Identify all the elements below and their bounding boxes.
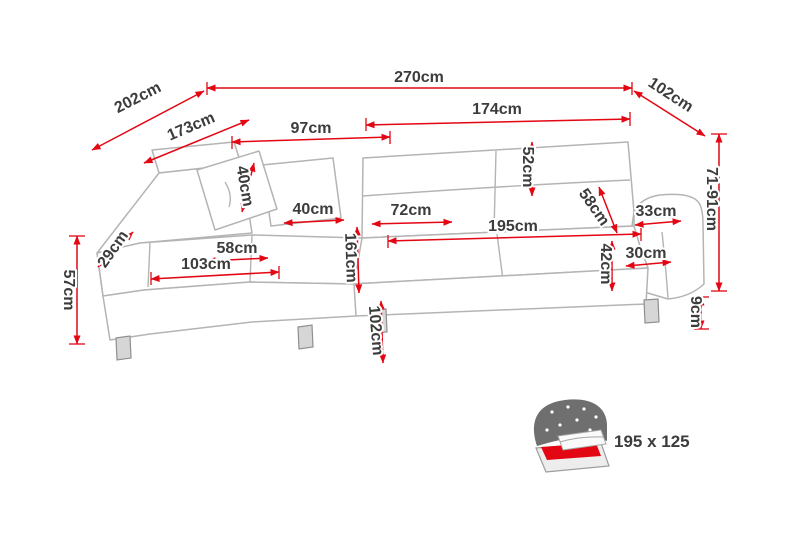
dim-seat-cushion-width-label: 72cm [391,202,432,219]
dim-armrest-width-line [634,218,682,228]
dim-armrest-width-label: 33cm [636,203,677,220]
dim-backrest-height-label: 52cm [519,147,536,188]
dim-chaise-width-label: 103cm [181,256,231,273]
dim-armrest-seat-depth-line [625,259,672,269]
dim-right-back-width-line [365,115,631,129]
dim-chaise-depth-line [353,226,363,294]
dim-seat-total-depth-line [377,300,387,364]
dim-sleeping-length-label: 195cm [488,218,538,235]
star-dot [575,418,579,422]
bed-folded-sheet [557,429,607,451]
dim-armrest-seat-depth-label: 30cm [626,245,667,262]
dim-left-back-width-line [231,133,391,146]
dim-sleeping-length-line [387,230,642,245]
bed-duvet-stars [545,405,598,432]
sofa-pillow-crease [224,181,232,208]
bed-sheet-fold-line [559,436,604,443]
star-dot [550,410,554,414]
sofa-right-back [361,141,635,239]
dim-back-height-range-label: 71-91cm [703,167,720,231]
star-dot [588,428,592,432]
dim-corner-edge-line [97,231,134,268]
dim-side-height-label: 57cm [60,270,77,311]
sofa-bed-icon: 195 x 125 [534,399,690,473]
star-dot [582,407,586,411]
dim-total-width-label: 270cm [394,69,444,86]
star-dot [566,405,570,409]
sofa-right-back-seam-vertical [493,150,497,233]
dim-chaise-depth-label: 161cm [341,233,360,283]
dim-seat-front-height-label: 42cm [597,244,614,285]
dim-seat-total-depth-label: 102cm [365,305,386,356]
sleeping-area-label: 195 x 125 [614,432,690,451]
dim-chaise-width-line [150,268,280,283]
dim-left-depth-outer-label: 202cm [112,79,164,117]
dim-right-depth-label: 102cm [645,75,696,116]
sofa-chaise-seam-left [147,241,151,288]
star-dot [558,423,562,427]
dim-left-back-width-label: 97cm [291,120,332,137]
dim-chaise-seat-width-line [206,254,269,265]
sofa-leg-right-end [643,298,660,324]
dim-chaise-seat-width-label: 58cm [217,240,258,257]
sofa-leg-front-mid [297,324,314,350]
dim-left-depth-inner-label: 173cm [165,109,218,144]
dim-armrest-depth-line [598,186,618,234]
star-dot [545,428,549,432]
sofa-leg-front-left [115,335,132,361]
dimension-lines [73,84,723,364]
dim-seat-cushion-width-line [371,218,453,228]
sofa-right-back-seam-horizontal [362,179,631,197]
dim-pillow-width-label: 40cm [293,201,334,218]
star-dot [594,415,598,419]
dim-pillow-height-line [240,162,256,213]
dim-pillow-width-line [283,216,345,227]
sofa-left-front-face [102,281,357,341]
dim-leg-height-label: 9cm [687,296,704,328]
dim-right-back-width-label: 174cm [472,101,522,118]
dim-right-depth-line [633,90,706,137]
dim-left-depth-inner-line [143,119,250,164]
